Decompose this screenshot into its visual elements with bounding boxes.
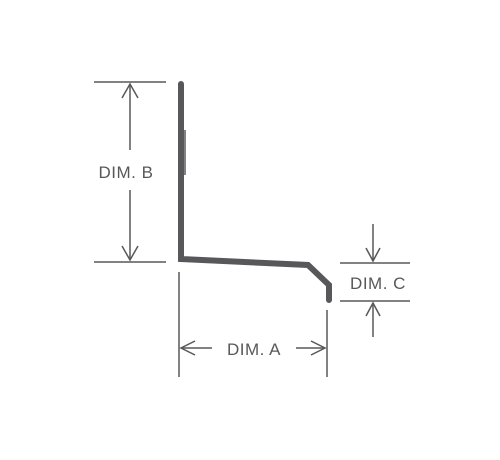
dim-b-arrow-up xyxy=(121,82,139,99)
dim-a-arrow-right xyxy=(310,340,327,356)
profile-outline xyxy=(178,81,332,303)
dim-a-arrow-left xyxy=(179,340,196,356)
dim-b-arrow-down xyxy=(121,245,139,262)
dim-c-label: DIM. C xyxy=(350,274,406,293)
dim-a-label: DIM. A xyxy=(227,340,281,359)
dim-c-arrow-up xyxy=(365,301,381,317)
dim-c-arrow-down xyxy=(365,247,381,263)
dim-c-group xyxy=(340,224,410,337)
dim-b-label: DIM. B xyxy=(99,163,154,182)
dim-a-group xyxy=(178,272,328,377)
dim-b-group xyxy=(94,81,166,263)
profile-shape xyxy=(178,81,332,303)
